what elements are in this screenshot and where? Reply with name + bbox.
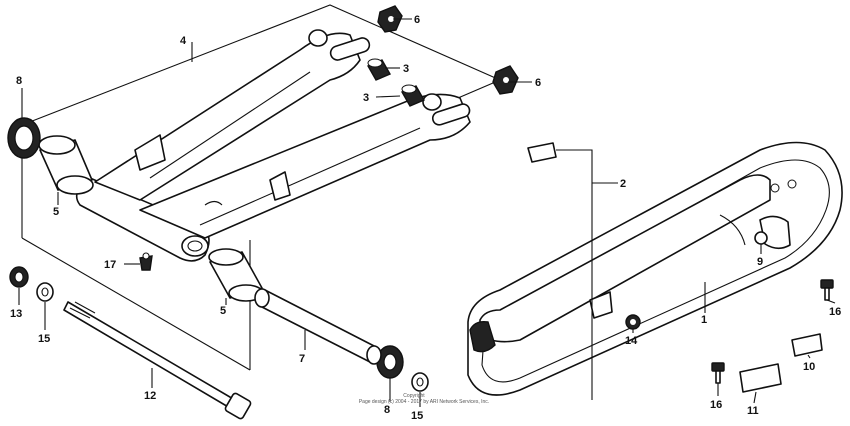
callout-1: 1 — [701, 314, 707, 326]
adjuster-part-6-bottom[interactable] — [492, 65, 519, 95]
callout-2: 2 — [620, 178, 626, 190]
callout-8-top: 8 — [16, 75, 22, 87]
bushing-part-5-right[interactable] — [208, 248, 264, 302]
collar-part-3-bottom[interactable] — [401, 84, 425, 107]
label-part-2[interactable] — [527, 142, 557, 163]
callout-16-right: 16 — [829, 306, 841, 318]
callout-3-bottom: 3 — [363, 92, 369, 104]
seal-part-8-bottom[interactable] — [376, 345, 404, 379]
callout-5-right: 5 — [220, 305, 226, 317]
collar-part-3-top[interactable] — [367, 58, 391, 81]
copyright-line-2: Page design (c) 2004 - 2017 by ARI Netwo… — [359, 399, 489, 405]
bolt-part-16-right[interactable] — [820, 279, 834, 301]
leader-lines — [18, 18, 836, 407]
callout-6-bottom: 6 — [535, 77, 541, 89]
callout-15-right: 15 — [411, 410, 423, 422]
pivot-bolt-part-12[interactable] — [63, 301, 252, 420]
callout-17: 17 — [104, 259, 116, 271]
grommet-part-9[interactable] — [754, 231, 768, 245]
callout-15-left: 15 — [38, 333, 50, 345]
swingarm-part-4[interactable] — [75, 29, 472, 262]
callout-5-left: 5 — [53, 206, 59, 218]
callout-6-top: 6 — [414, 14, 420, 26]
callout-10: 10 — [803, 361, 815, 373]
callout-3-top: 3 — [403, 63, 409, 75]
callout-12: 12 — [144, 390, 156, 402]
adjuster-part-6-top[interactable] — [377, 5, 403, 33]
bushing-part-5-left[interactable] — [38, 135, 94, 195]
chain-case-part-1[interactable] — [467, 141, 843, 396]
label-part-10[interactable] — [791, 333, 823, 357]
callout-11: 11 — [747, 405, 759, 417]
callout-8-bottom: 8 — [384, 404, 390, 416]
nut-part-13[interactable] — [9, 266, 29, 288]
callout-9: 9 — [757, 256, 763, 268]
label-part-11[interactable] — [739, 363, 782, 393]
callout-4: 4 — [180, 35, 187, 47]
callout-14: 14 — [625, 335, 638, 347]
copyright-notice: Copyright Page design (c) 2004 - 2017 by… — [359, 393, 489, 405]
callout-13: 13 — [10, 308, 22, 320]
washer-part-15-left[interactable] — [36, 282, 54, 302]
copyright-line-1: Copyright — [403, 393, 425, 399]
callout-16-bottom: 16 — [710, 399, 722, 411]
bolt-part-16-bottom[interactable] — [711, 362, 725, 384]
callout-7: 7 — [299, 353, 305, 365]
grommet-part-14[interactable] — [625, 314, 641, 330]
seal-part-8-top[interactable] — [7, 117, 41, 159]
pivot-spindle-part-7[interactable] — [254, 288, 382, 365]
callout-labels: 4 8 6 6 3 3 5 5 17 13 15 12 7 8 15 2 1 9… — [10, 14, 841, 422]
grease-fitting-part-17[interactable] — [139, 252, 153, 271]
washer-part-15-right[interactable] — [411, 372, 429, 392]
